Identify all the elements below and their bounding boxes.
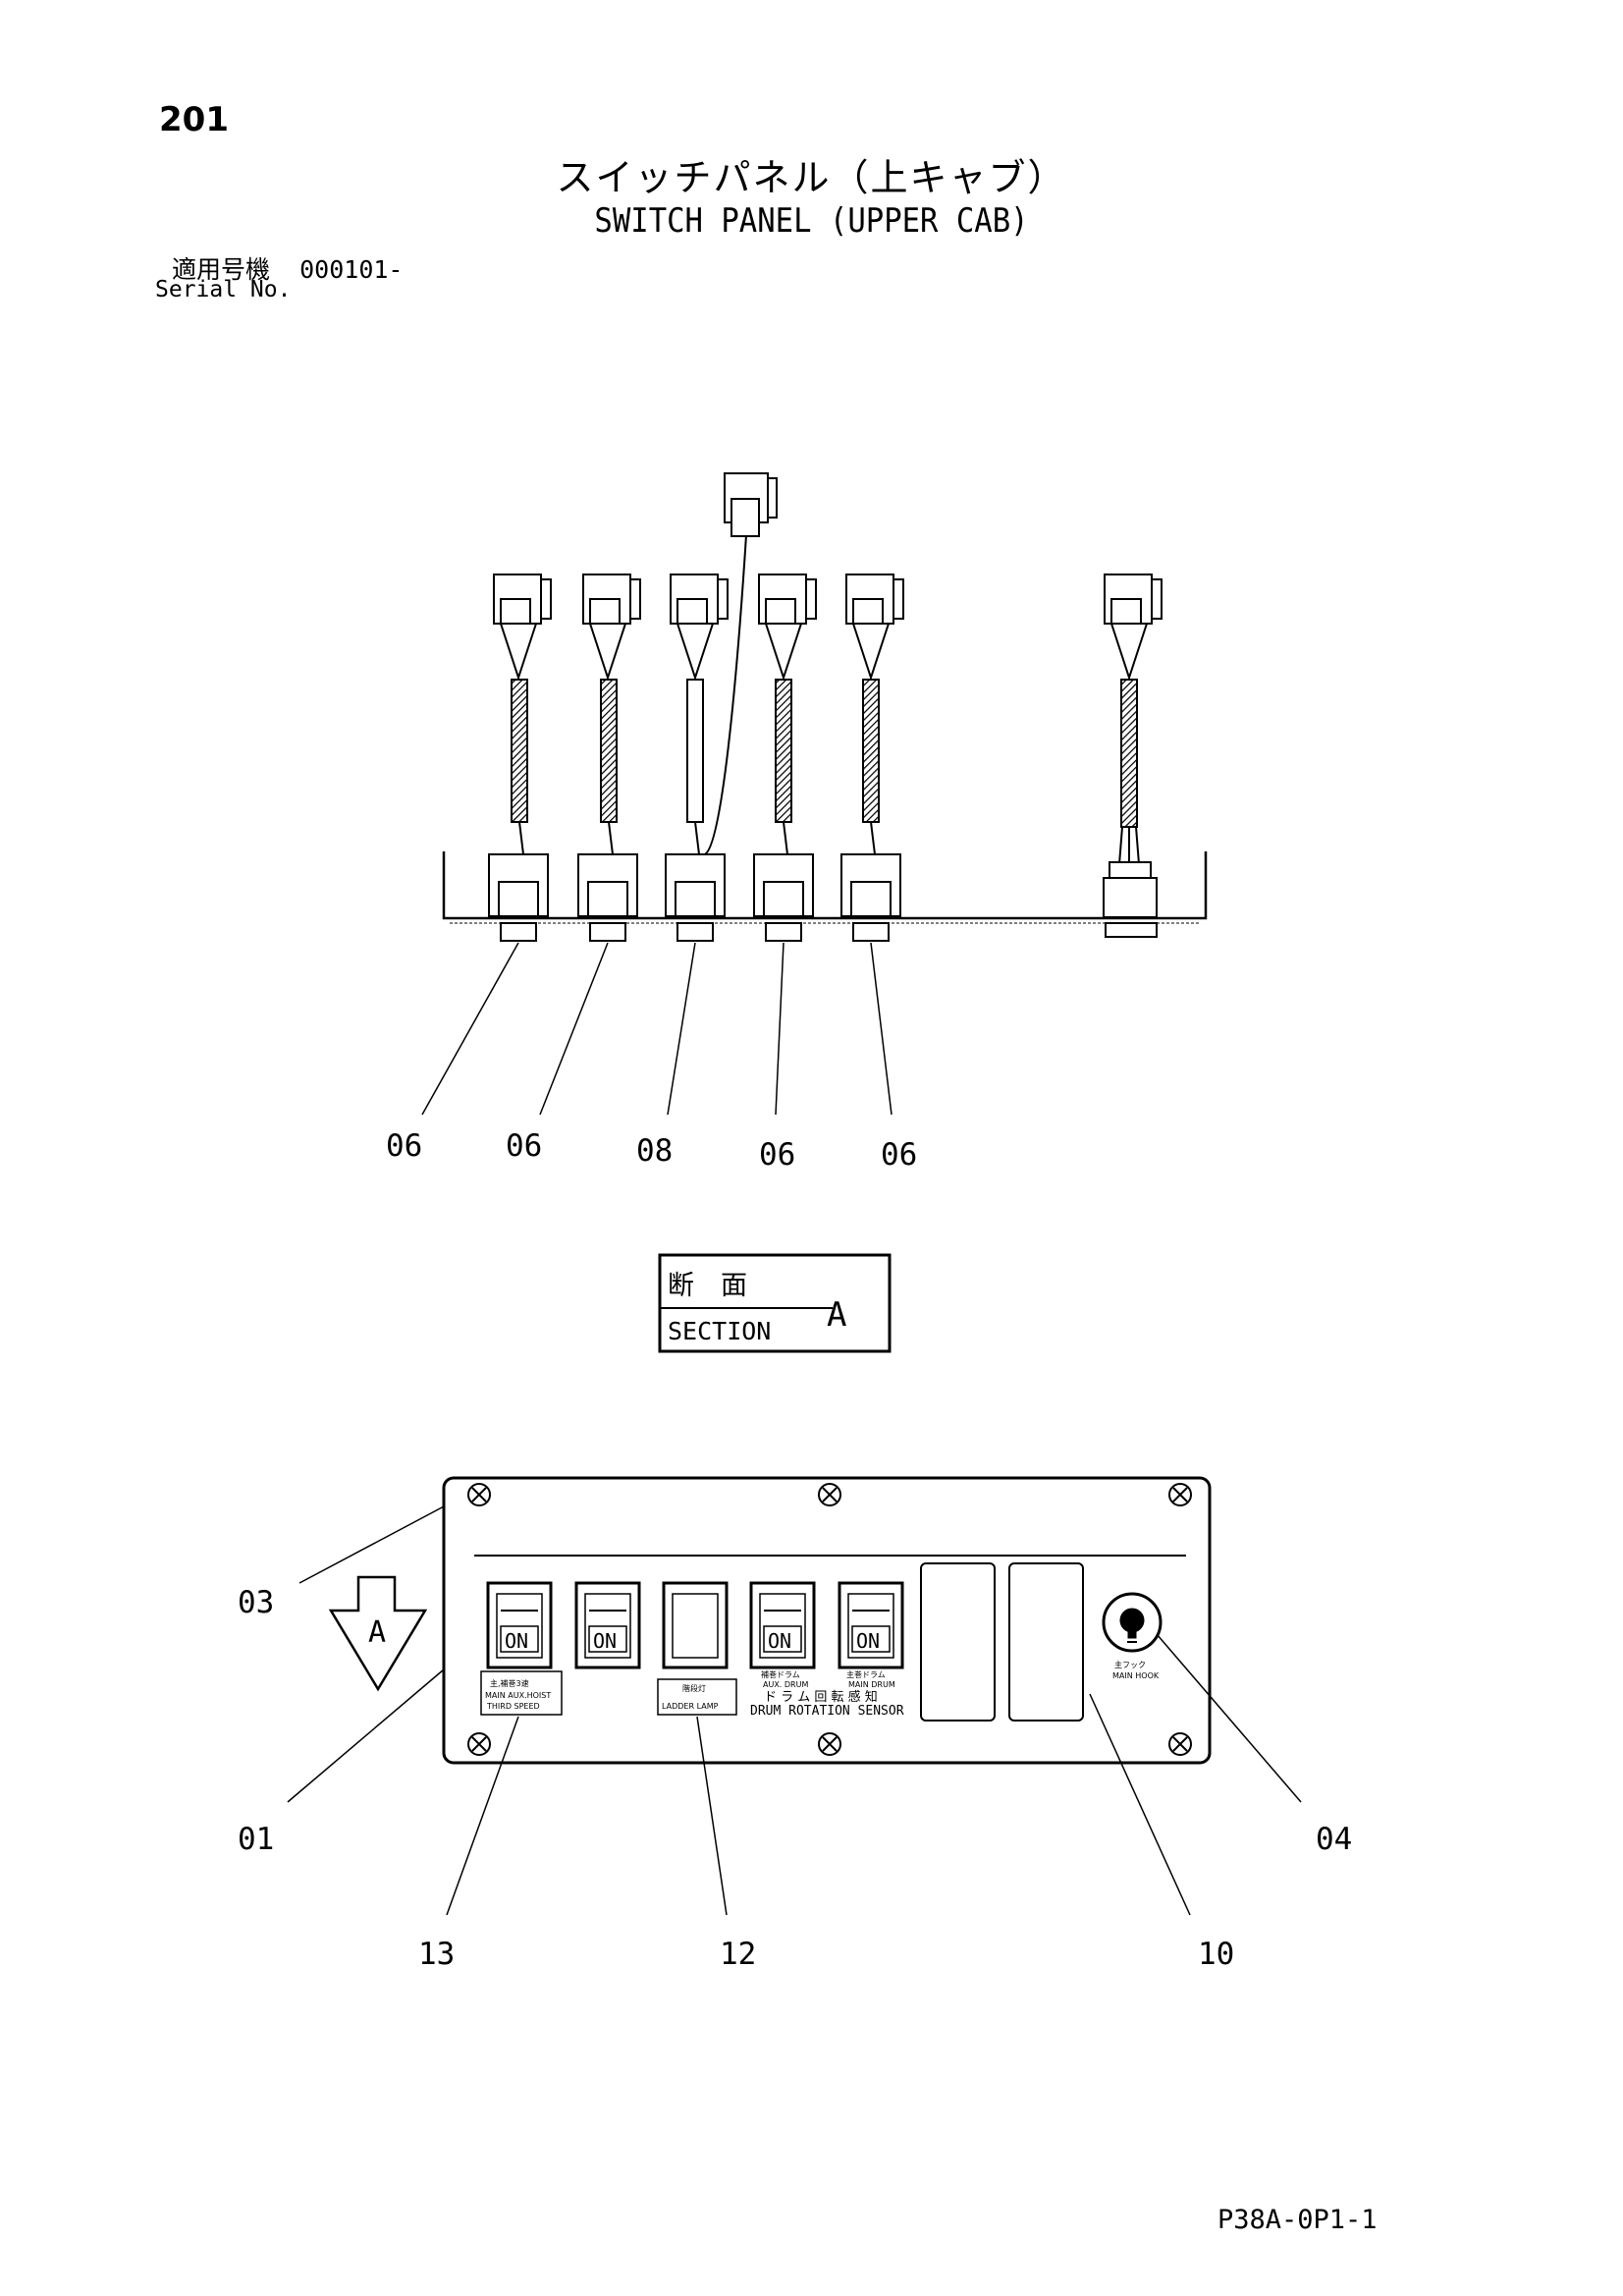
- callout-06-a: 06: [386, 1128, 422, 1164]
- label-third-speed-en-1: MAIN AUX.HOIST: [485, 1691, 551, 1700]
- sensor-connector: [1103, 574, 1163, 938]
- switch-3-ladder-lamp: [662, 1581, 729, 1669]
- label-aux-drum-en: AUX. DRUM: [763, 1680, 808, 1689]
- label-plate-ladder-lamp: [657, 1678, 737, 1716]
- switch-2-on-label: ON: [593, 1629, 617, 1653]
- switch-connector-3: [665, 472, 778, 942]
- label-third-speed-en-2: THIRD SPEED: [486, 1702, 540, 1711]
- section-label-english: SECTION: [668, 1317, 771, 1345]
- switch-4-on-label: ON: [768, 1629, 791, 1653]
- label-ladder-lamp-en: LADDER LAMP: [662, 1702, 719, 1711]
- serial-label-english: Serial No.: [155, 277, 292, 302]
- blank-plate-1: [920, 1562, 996, 1722]
- switch-connector-5: [840, 574, 904, 942]
- callout-10: 10: [1198, 1937, 1234, 1972]
- switch-2: [574, 1581, 641, 1669]
- label-drum-sensor-en: DRUM ROTATION SENSOR: [750, 1704, 904, 1719]
- serial-label-japanese: 適用号機: [172, 255, 271, 284]
- switch-1: [486, 1581, 553, 1669]
- callout-06-d: 06: [881, 1137, 917, 1173]
- callout-06-c: 06: [759, 1137, 795, 1173]
- switch-5: [838, 1581, 904, 1669]
- switch-connector-4: [753, 574, 817, 942]
- serial-value: 000101-: [299, 255, 404, 284]
- page-title-english: SWITCH PANEL (UPPER CAB): [594, 201, 1029, 241]
- main-hook-key-switch: [1102, 1592, 1163, 1653]
- switch-4: [749, 1581, 816, 1669]
- label-aux-drum-jp: 補巻ドラム: [761, 1669, 800, 1679]
- section-view: [421, 472, 1208, 1116]
- panel-screws: [467, 1483, 1192, 1756]
- callout-13: 13: [418, 1937, 455, 1972]
- view-arrow-letter: A: [368, 1615, 386, 1650]
- on-labels: ON ON ON ON: [505, 1629, 880, 1653]
- section-letter: A: [827, 1295, 846, 1335]
- view-arrow-a: [328, 1575, 428, 1692]
- label-ladder-lamp-jp: 階段灯: [682, 1683, 706, 1693]
- blank-plate-2: [1008, 1562, 1084, 1722]
- serial-applicability: 適用号機 000101-: [172, 250, 403, 286]
- page-title-japanese: スイッチパネル（上キャブ）: [556, 156, 1067, 199]
- page-number: 201: [159, 100, 229, 139]
- drawing-code: P38A-0P1-1: [1217, 2205, 1378, 2235]
- label-main-drum-jp: 主巻ドラム: [846, 1669, 886, 1679]
- label-main-hook-en: MAIN HOOK: [1112, 1671, 1160, 1680]
- section-a-box: 断 面 SECTION A: [658, 1253, 892, 1353]
- switch-1-on-label: ON: [505, 1629, 528, 1653]
- label-third-speed-jp: 主,補巻3速: [490, 1678, 529, 1688]
- label-plate-third-speed: [480, 1670, 563, 1716]
- label-main-drum-en: MAIN DRUM: [848, 1680, 895, 1689]
- switch-connector-2: [577, 574, 641, 942]
- callout-03: 03: [238, 1585, 274, 1620]
- label-drum-sensor-jp: ド ラ ム 回 転 感 知: [764, 1689, 878, 1705]
- switch-panel-front: [287, 1476, 1302, 1916]
- callout-06-b: 06: [506, 1128, 542, 1164]
- label-main-hook-jp: 主フック: [1114, 1660, 1146, 1669]
- switch-connector-1: [488, 574, 552, 942]
- switch-5-on-label: ON: [856, 1629, 880, 1653]
- callout-12: 12: [720, 1937, 756, 1972]
- callout-01: 01: [238, 1822, 274, 1857]
- callout-04: 04: [1316, 1822, 1352, 1857]
- callout-08: 08: [636, 1133, 673, 1169]
- section-label-japanese: 断 面: [668, 1271, 747, 1301]
